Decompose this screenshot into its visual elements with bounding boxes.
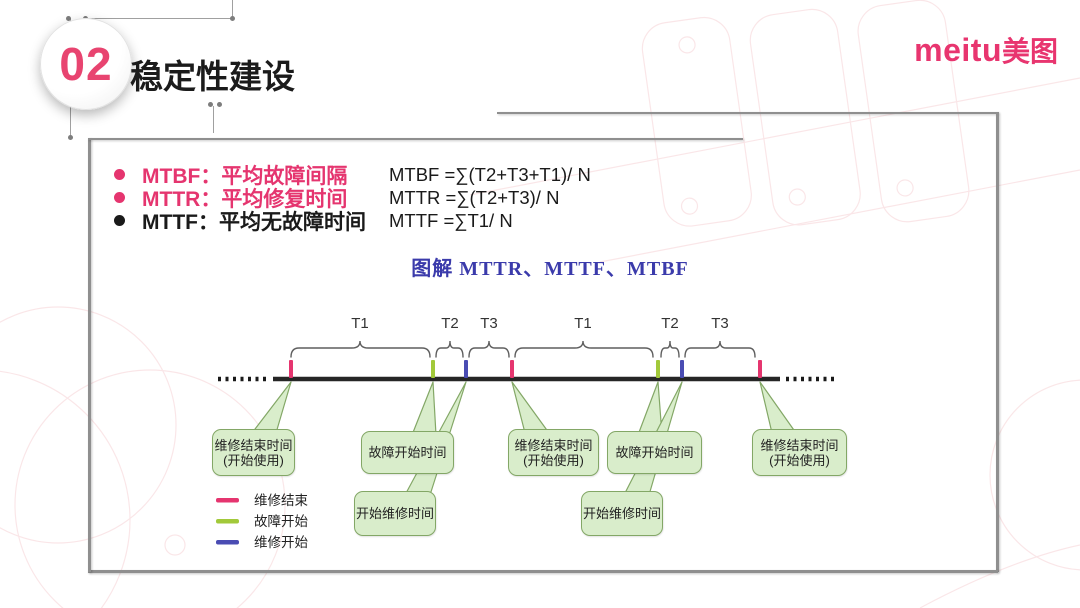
callout-text: (开始使用)	[769, 452, 830, 468]
interval-label: T2	[441, 315, 459, 332]
tick-fault-start	[431, 360, 435, 378]
callout-text: 维修结束时间	[760, 437, 839, 453]
legend-swatch-repair-start	[216, 540, 239, 545]
diagram-title: 图解 MTTR、MTTF、MTBF	[411, 258, 689, 280]
frame-top-inner	[88, 138, 743, 140]
connector-dot	[208, 102, 213, 107]
brace-t3	[468, 340, 510, 358]
legend-label: 维修结束	[254, 493, 308, 508]
connector-dot	[66, 16, 71, 21]
tick-repair-end	[289, 360, 293, 378]
tick-repair-end	[758, 360, 762, 378]
legend-swatch-repair-end	[216, 498, 239, 503]
callout-repair-end-time: 维修结束时间 (开始使用)	[212, 429, 295, 476]
metric-row-mttr: MTTR：平均修复时间 MTTR =∑(T2+T3)/ N	[114, 186, 591, 211]
callout-fault-start-time: 故障开始时间	[361, 431, 454, 474]
callout-pointer	[759, 381, 797, 434]
callout-repair-begin-time: 开始维修时间	[581, 491, 663, 536]
metric-formula: MTTF =∑T1/ N	[389, 209, 513, 231]
connector-dot	[217, 102, 222, 107]
interval-label: T3	[480, 315, 498, 332]
logo-latin-text: meitu	[914, 32, 1002, 68]
callout-pointer	[411, 381, 437, 436]
callout-repair-begin-time: 开始维修时间	[354, 491, 436, 536]
callout-text: (开始使用)	[523, 452, 584, 468]
brace-t1b	[514, 340, 654, 358]
legend-label: 维修开始	[254, 535, 308, 550]
connector-line-vertical-top	[232, 0, 233, 19]
metric-formula: MTTR =∑(T2+T3)/ N	[389, 186, 560, 208]
connector-line-horizontal	[86, 18, 233, 19]
logo-cjk-text: 美图	[1001, 36, 1058, 67]
callout-text: 维修结束时间	[514, 437, 593, 453]
frame-right	[996, 112, 999, 572]
interval-label: T2	[661, 315, 679, 332]
brace-t2	[435, 340, 464, 358]
callout-text: 维修结束时间	[214, 437, 293, 453]
tick-repair-start	[464, 360, 468, 378]
interval-label: T1	[351, 315, 369, 332]
metric-formula: MTBF =∑(T2+T3+T1)/ N	[389, 163, 591, 185]
callout-text: 故障开始时间	[615, 445, 694, 460]
tick-repair-start	[680, 360, 684, 378]
callout-text: (开始使用)	[223, 452, 284, 468]
callout-pointer	[511, 381, 550, 434]
frame-top-outer	[497, 112, 998, 114]
metric-row-mttf: MTTF：平均无故障时间 MTTF =∑T1/ N	[114, 209, 591, 234]
bullet-dot	[114, 192, 125, 203]
legend-swatch-fault-start	[216, 519, 239, 524]
interval-label: T3	[711, 315, 729, 332]
brace-t1	[290, 340, 431, 358]
metric-row-mtbf: MTBF：平均故障间隔 MTBF =∑(T2+T3+T1)/ N	[114, 163, 591, 188]
callout-text: 开始维修时间	[582, 506, 661, 521]
callout-text: 开始维修时间	[355, 506, 434, 521]
connector-dot	[230, 16, 235, 21]
meitu-logo: meitu美图	[893, 30, 1058, 70]
metric-definition-list: MTBF：平均故障间隔 MTBF =∑(T2+T3+T1)/ N MTTR：平均…	[114, 163, 591, 234]
tick-fault-start	[656, 360, 660, 378]
callout-repair-end-time: 维修结束时间 (开始使用)	[508, 429, 599, 476]
tick-repair-end	[510, 360, 514, 378]
section-number: 02	[59, 38, 113, 90]
metric-label: MTTF：平均无故障时间	[142, 210, 366, 234]
legend-label: 故障开始	[254, 514, 308, 529]
brace-t3b	[684, 340, 756, 358]
callout-repair-end-time: 维修结束时间 (开始使用)	[752, 429, 847, 476]
callout-fault-start-time: 故障开始时间	[607, 431, 702, 474]
frame-bottom	[88, 570, 998, 573]
metric-label: MTBF：平均故障间隔	[142, 164, 348, 188]
frame-left	[88, 138, 91, 572]
brace-t2b	[660, 340, 680, 358]
metric-label: MTTR：平均修复时间	[142, 187, 348, 211]
connector-line-below-circle	[213, 106, 214, 133]
interval-label: T1	[574, 315, 592, 332]
connector-dot	[68, 135, 73, 140]
callout-pointer	[251, 381, 292, 434]
bullet-dot	[114, 215, 125, 226]
section-number-badge: 02	[40, 18, 132, 110]
callout-text: 故障开始时间	[368, 445, 447, 460]
page-title: 稳定性建设	[130, 58, 295, 95]
bullet-dot	[114, 169, 125, 180]
